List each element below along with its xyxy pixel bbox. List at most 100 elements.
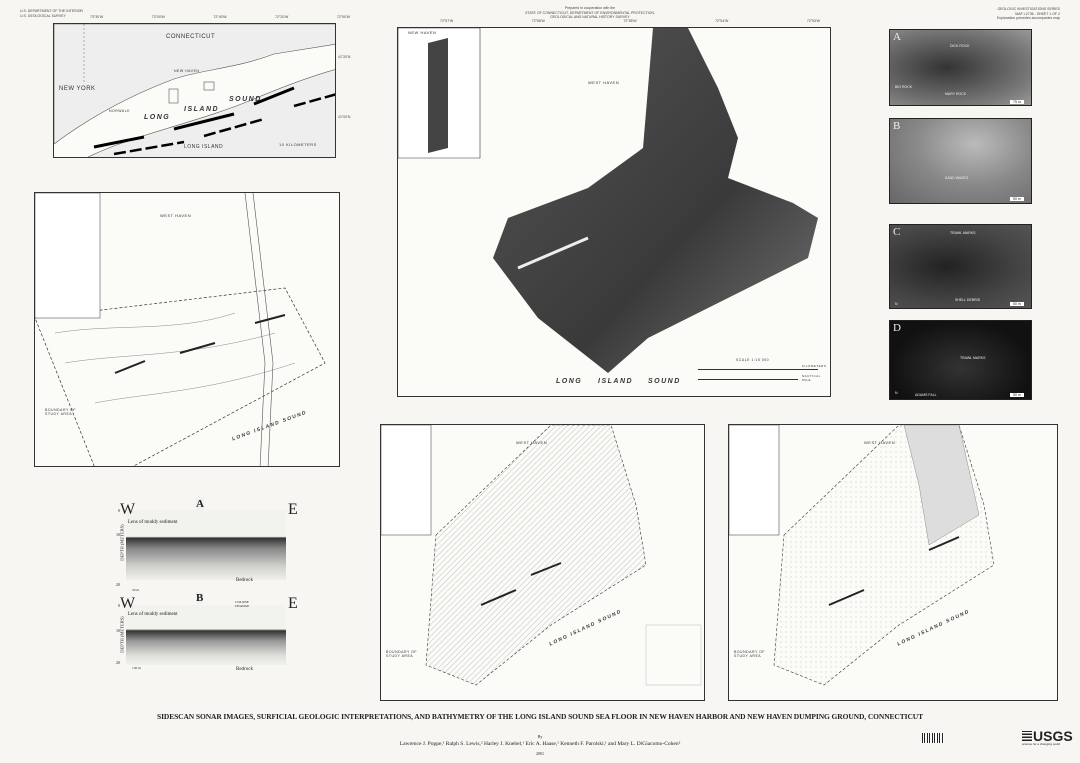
longitude-label: 72°56'W [531,19,545,23]
longitude-label: 72°55'W [623,19,637,23]
east-label: E [288,501,298,518]
west-label: W [120,595,136,612]
longitude-label: 72°20'W [275,15,289,19]
image-letter: B [893,120,901,132]
image-letter: A [893,31,901,43]
depth-tick: 0 [118,603,120,608]
profile-a-label: A [196,498,204,510]
index-map: CONNECTICUT NEW YORK LONG ISLAND SOUND L… [53,23,336,158]
map-title: SIDESCAN SONAR IMAGES, SURFICIAL GEOLOGI… [157,712,923,721]
image-letter: D [893,322,901,334]
label-long: LONG [556,378,583,385]
feature-label: SHELL DEBRIS [955,298,980,302]
scale-label: SCALE 1:15 000 [736,358,770,362]
north-arrow: N [895,302,898,306]
image-scale: 50 m [1010,393,1024,397]
mosaic-drawing [398,28,818,373]
sonar-image-b: B SAND WAVES 50 m [889,118,1032,204]
sonar-image-c: C TRAWL MARKS SHELL DEBRIS N 50 m [889,224,1032,309]
depth-tick: 20 [116,582,120,587]
image-scale: 50 m [1010,197,1024,201]
scale-b-label: 150 m [132,666,141,670]
label-new-haven: NEW HAVEN [174,69,200,73]
muddy-sediment-label: Lens of muddy sediment [128,612,178,617]
sheet-note: Explanation precedes accompanies map [996,16,1060,20]
north-arrow: N [895,391,898,395]
longitude-label: 72°54'W [715,19,729,23]
usgs-logo: USGS science for a changing world [1022,728,1073,746]
profile-b-label: B [196,592,204,604]
label-study-boundary: BOUNDARY OF STUDY AREA [734,650,766,658]
label-island: ISLAND [184,106,220,113]
image-scale: 75 m [1010,100,1024,104]
label-west-haven: WEST HAVEN [588,80,620,85]
longitude-label: 72°57'W [440,19,454,23]
series-header: GEOLOGIC INVESTIGATIONS SERIES MAP I-273… [997,7,1060,21]
longitude-label: 72°53'W [806,19,820,23]
label-west-haven: WEST HAVEN [160,213,192,218]
east-label: E [288,595,298,612]
image-letter: C [893,226,901,238]
mosaic-longitudes: 72°57'W 72°56'W 72°55'W 72°54'W 72°53'W [440,19,820,24]
feature-label: MARY ROCK [945,92,967,96]
label-norwalk: NORWALK [109,109,131,113]
bedrock-label: Bedrock [236,667,253,672]
feature-label: ADAMS FALL [915,393,937,397]
scale-bar-km [698,366,818,370]
seismic-profiles: A B W E W E Lens of muddy sediment Lens … [108,498,308,675]
scale-a-label: 50 m [132,588,140,592]
seismic-profile-b [126,605,286,665]
agency-header: U.S. DEPARTMENT OF THE INTERIOR U.S. GEO… [20,9,83,18]
scale-km-label: KILOMETERS [802,364,827,368]
label-island: ISLAND [598,378,634,385]
muddy-sediment-label: Lens of muddy sediment [128,520,178,525]
index-map-drawing [54,24,335,157]
longitude-label: 72°00'W [336,15,350,19]
label-long: LONG [144,114,171,121]
surficial-geology-map: WEST HAVEN LONG ISLAND SOUND BOUNDARY OF… [380,424,705,701]
feature-label: TRAWL MARKS [960,356,986,360]
sonar-image-a: A DICK ROCK BIG ROCK MARY ROCK 75 m [889,29,1032,106]
feature-label: SAND WAVES [945,176,968,180]
by-line: By [537,734,543,739]
label-west-haven: WEST HAVEN [864,440,896,445]
bathymetry-drawing [35,193,326,466]
sediment-distribution-map: WEST HAVEN LONG ISLAND SOUND BOUNDARY OF… [728,424,1058,701]
depth-tick: 10 [116,532,120,537]
longitude-label: 73°00'W [151,15,165,19]
feature-label: TRAWL MARKS [950,231,976,235]
seismic-profile-a [126,510,286,580]
west-label: W [120,501,136,518]
feature-label: DICK ROCK [950,44,970,48]
scale-nmi-label: NAUTICAL MILE [802,374,821,382]
agency-line: U.S. GEOLOGICAL SURVEY [20,13,66,18]
sonar-image-d: D TRAWL MARKS ADAMS FALL N 50 m [889,320,1032,400]
sidescan-mosaic-map: NEW HAVEN WEST HAVEN LONG ISLAND SOUND S… [397,27,831,397]
label-new-haven: NEW HAVEN [408,30,437,35]
publication-year: 2001 [536,751,544,756]
index-map-longitudes: 73°30'W 73°00'W 72°40'W 72°20'W 72°00'W [90,15,350,20]
label-sound: SOUND [648,378,681,385]
usgs-wave-icon [1022,731,1032,741]
series-title: GEOLOGIC INVESTIGATIONS SERIES [997,7,1060,11]
label-west-haven: WEST HAVEN [516,440,548,445]
scale-bar-label: 10 KILOMETERS [279,142,317,147]
longitude-label: 72°40'W [213,15,227,19]
authors: Lawrence J. Poppe,¹ Ralph S. Lewis,² Har… [399,741,681,747]
barcode [922,733,944,743]
depth-axis-label: DEPTH (METERS) [119,616,125,653]
course-change-label: COURSE CHANGE [234,600,250,608]
bathymetry-map: WEST HAVEN LONG ISLAND SOUND BOUNDARY OF… [34,192,340,467]
depth-tick: 20 [116,660,120,665]
agency-line: U.S. DEPARTMENT OF THE INTERIOR [20,9,83,13]
cooperation-line: GEOLOGICAL AND NATURAL HISTORY SURVEY [550,15,630,19]
label-long-island: LONG ISLAND [184,144,224,150]
bedrock-label: Bedrock [236,578,253,583]
label-study-boundary: BOUNDARY OF STUDY AREA [45,408,77,416]
depth-tick: 10 [116,628,120,633]
label-connecticut: CONNECTICUT [166,34,216,40]
usgs-tagline: science for a changing world [1022,742,1061,746]
label-sound: SOUND [229,96,262,103]
cooperation-line: STATE OF CONNECTICUT, DEPARTMENT OF ENVI… [525,10,655,15]
cooperation-note: Prepared in cooperation with the STATE O… [480,6,700,20]
